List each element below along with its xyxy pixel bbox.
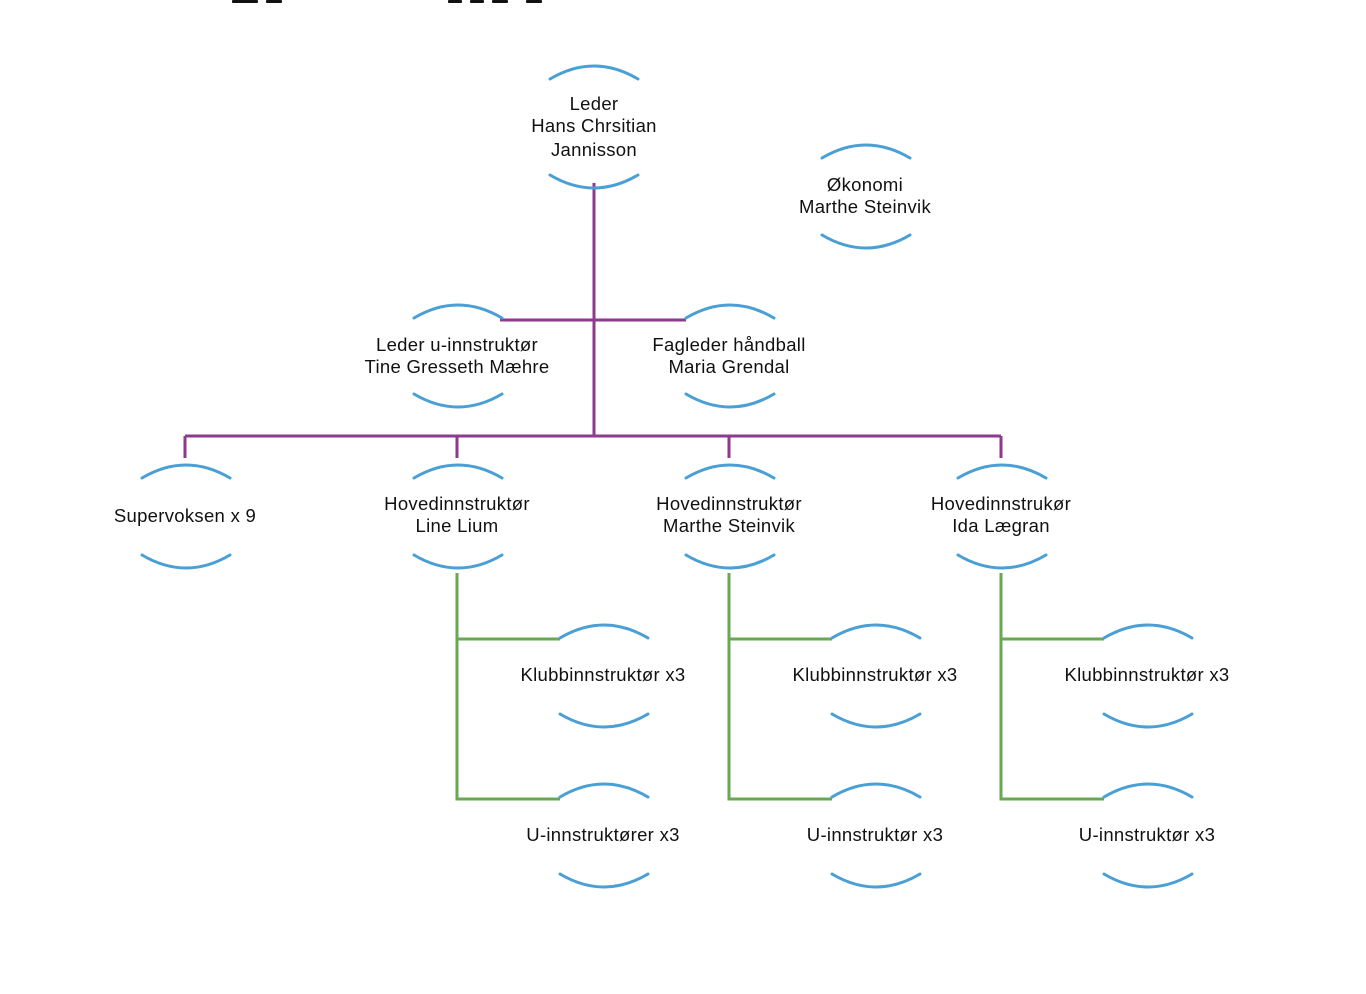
node-klubb-1-title: Klubbinnstruktør x3: [520, 664, 685, 685]
node-arc-bottom: [558, 872, 650, 889]
node-arc-top: [1102, 782, 1194, 799]
node-u-3-title: U-innstruktør x3: [1079, 824, 1215, 845]
node-u-1-title: U-innstruktører x3: [526, 824, 679, 845]
node-leder-u-innstruktor: Leder u-innstruktør Tine Gresseth Mæhre: [365, 303, 550, 409]
node-hoved-marthe-name: Marthe Steinvik: [663, 515, 795, 536]
node-hoved-line-name: Line Lium: [416, 515, 499, 536]
node-hovedinnstruktor-marthe: Hovedinnstruktør Marthe Steinvik: [656, 463, 802, 570]
node-arc-top: [830, 782, 922, 799]
node-okonomi-name: Marthe Steinvik: [799, 196, 931, 217]
node-hoved-line-title: Hovedinnstruktør: [384, 493, 530, 514]
connector-marthe-branch: [727, 573, 832, 801]
node-okonomi-title: Økonomi: [827, 174, 903, 195]
node-klubb-3-title: Klubbinnstruktør x3: [1064, 664, 1229, 685]
node-hoved-ida-title: Hovedinnstrukør: [931, 493, 1071, 514]
node-u-innstruktor-2: U-innstruktør x3: [807, 782, 943, 889]
node-arc-bottom: [1102, 712, 1194, 729]
node-klubbinnstruktor-2: Klubbinnstruktør x3: [792, 623, 957, 729]
node-leder-u-title: Leder u-innstruktør: [376, 334, 538, 355]
node-klubbinnstruktor-1: Klubbinnstruktør x3: [520, 623, 685, 729]
node-arc-top: [140, 463, 232, 480]
node-u-2-title: U-innstruktør x3: [807, 824, 943, 845]
node-arc-bottom: [830, 872, 922, 889]
connector-line-branch: [455, 573, 560, 801]
node-arc-top: [558, 782, 650, 799]
node-u-innstruktor-1: U-innstruktører x3: [526, 782, 679, 889]
node-fagleder-title: Fagleder håndball: [652, 334, 805, 355]
node-arc-bottom: [1102, 872, 1194, 889]
title-fragment-cropped: [232, 0, 542, 3]
node-arc-bottom: [558, 712, 650, 729]
node-klubbinnstruktor-3: Klubbinnstruktør x3: [1064, 623, 1229, 729]
management-connectors: [183, 183, 1003, 458]
instructor-connectors: [455, 573, 1104, 801]
node-leder-name-1: Hans Chrsitian: [531, 115, 657, 136]
node-fagleder-handball: Fagleder håndball Maria Grendal: [652, 303, 805, 409]
node-arc-bottom: [820, 233, 912, 250]
node-arc-bottom: [684, 392, 776, 409]
connector-ida-branch: [999, 573, 1104, 801]
node-hovedinnstruktor-ida: Hovedinnstrukør Ida Lægran: [931, 463, 1071, 570]
node-arc-top: [684, 463, 776, 480]
node-arc-top: [548, 64, 640, 81]
node-leder-u-name: Tine Gresseth Mæhre: [365, 356, 550, 377]
node-arc-bottom: [684, 553, 776, 570]
node-u-innstruktor-3: U-innstruktør x3: [1079, 782, 1215, 889]
node-arc-top: [830, 623, 922, 640]
node-leder: Leder Hans Chrsitian Jannisson: [531, 64, 657, 190]
node-fagleder-name: Maria Grendal: [668, 356, 789, 377]
node-arc-bottom: [548, 173, 640, 190]
node-arc-top: [956, 463, 1048, 480]
node-leder-title: Leder: [570, 93, 619, 114]
node-arc-bottom: [412, 553, 504, 570]
node-hovedinnstruktor-line: Hovedinnstruktør Line Lium: [384, 463, 530, 570]
node-arc-top: [820, 143, 912, 160]
node-hoved-marthe-title: Hovedinnstruktør: [656, 493, 802, 514]
node-hoved-ida-name: Ida Lægran: [952, 515, 1050, 536]
node-okonomi: Økonomi Marthe Steinvik: [799, 143, 931, 250]
node-arc-top: [412, 463, 504, 480]
node-leder-name-2: Jannisson: [551, 139, 637, 160]
node-arc-top: [684, 303, 776, 320]
node-arc-top: [558, 623, 650, 640]
node-supervoksen-title: Supervoksen x 9: [114, 505, 256, 526]
node-klubb-2-title: Klubbinnstruktør x3: [792, 664, 957, 685]
node-arc-bottom: [140, 553, 232, 570]
node-arc-bottom: [412, 392, 504, 409]
node-arc-top: [1102, 623, 1194, 640]
node-supervoksen: Supervoksen x 9: [114, 463, 256, 570]
node-arc-top: [412, 303, 504, 320]
node-arc-bottom: [956, 553, 1048, 570]
node-arc-bottom: [830, 712, 922, 729]
